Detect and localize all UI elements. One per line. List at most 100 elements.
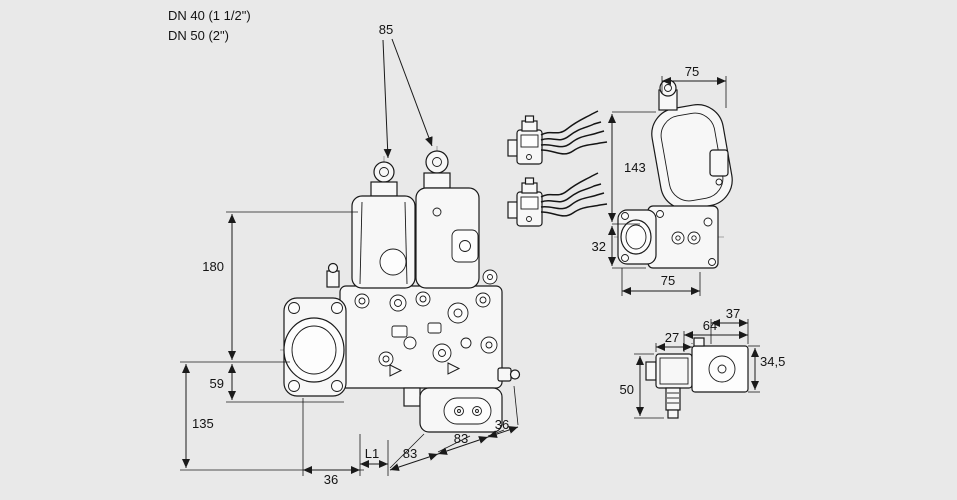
port xyxy=(432,343,452,363)
dim-75-bottom-label: 75 xyxy=(661,273,675,288)
port-center xyxy=(453,308,463,318)
port-center xyxy=(438,349,446,357)
dim-36-front-label: 36 xyxy=(324,472,338,487)
side-valve xyxy=(614,79,733,269)
housing-hole xyxy=(432,207,442,217)
actuator-cap-stem xyxy=(370,181,398,197)
side-tap-plug xyxy=(509,369,521,380)
actuator-cap-knob xyxy=(425,150,449,174)
flange-bolt xyxy=(288,302,300,314)
dn50-label: DN 50 (2") xyxy=(168,28,229,43)
dim-83-b-label: 83 xyxy=(454,431,468,446)
dim-85-label: 85 xyxy=(379,22,393,37)
dim-l1: L1 xyxy=(360,440,389,476)
port-center xyxy=(382,355,390,363)
detail-stem xyxy=(665,387,681,411)
dim-64-label: 64 xyxy=(703,318,717,333)
dim-27-label: 27 xyxy=(665,330,679,345)
port xyxy=(703,217,713,227)
port xyxy=(415,291,431,307)
side-connector xyxy=(709,149,729,177)
dim-36-front: 36 xyxy=(302,398,361,487)
plate-hole-center xyxy=(475,409,479,413)
port xyxy=(480,336,498,354)
dim-135-label: 135 xyxy=(192,416,214,431)
plate-hole xyxy=(454,406,464,416)
detail-coil xyxy=(655,353,693,389)
port xyxy=(482,269,498,285)
dim-143: 143 xyxy=(608,111,656,225)
dim-32: 32 xyxy=(592,226,646,269)
body-bolt xyxy=(656,210,664,218)
flange-bolt xyxy=(288,380,300,392)
port-center xyxy=(675,235,681,241)
port xyxy=(671,231,685,245)
plate-hole-center xyxy=(457,409,461,413)
actuator-cap-knob xyxy=(373,161,395,183)
body-ports xyxy=(354,269,521,382)
dn40-label: DN 40 (1 1/2") xyxy=(168,8,251,23)
dim-75-top: 75 xyxy=(661,64,727,108)
dim-50-label: 50 xyxy=(620,382,634,397)
flange-opening xyxy=(283,317,345,383)
port xyxy=(389,294,407,312)
flange-bolt xyxy=(621,254,629,262)
port xyxy=(460,337,472,349)
detail-nub xyxy=(693,337,705,347)
leader-line xyxy=(391,38,433,147)
actuator-cap-stem xyxy=(423,172,451,189)
housing-contour xyxy=(404,201,408,285)
side-connector-screw xyxy=(715,178,723,186)
dim-37: 37 xyxy=(710,306,749,344)
dim-32-label: 32 xyxy=(592,239,606,254)
dim-depth-chain: 83 83 36 xyxy=(389,385,519,471)
flange-bolt xyxy=(331,380,343,392)
housing-contour xyxy=(359,201,363,285)
dim-75-bottom: 75 xyxy=(621,268,701,296)
right-actuator xyxy=(415,150,480,289)
dim-34-5: 34,5 xyxy=(748,345,785,393)
dim-180-label: 180 xyxy=(202,259,224,274)
bottom-attach xyxy=(403,387,421,407)
dim-50: 50 xyxy=(620,353,664,419)
leader-line xyxy=(382,39,392,159)
dim-85: 85 xyxy=(379,22,433,159)
dim-75-top-label: 75 xyxy=(685,64,699,79)
actuator-cap-center xyxy=(379,167,389,177)
flow-direction-icon xyxy=(447,362,461,375)
dimension-line xyxy=(389,453,439,471)
port-center xyxy=(485,341,493,349)
dim-37-label: 37 xyxy=(726,306,740,321)
detail-sight-glass xyxy=(708,355,736,383)
inlet-flange xyxy=(283,297,347,397)
side-tap xyxy=(497,367,512,382)
extension-line xyxy=(513,385,519,426)
port-center xyxy=(394,299,402,307)
bottom-block xyxy=(403,387,503,433)
port xyxy=(403,336,417,350)
port xyxy=(475,292,491,308)
pressure-tap xyxy=(326,270,340,288)
spring-window xyxy=(379,248,407,276)
housing-panel xyxy=(451,229,479,263)
port-center xyxy=(487,274,493,280)
actuator-cap-center xyxy=(432,157,442,167)
side-flange-thread xyxy=(625,224,647,250)
port xyxy=(687,231,701,245)
detail-coil-inner xyxy=(659,357,689,385)
flow-direction-icon xyxy=(389,364,403,377)
body-bolt xyxy=(708,258,716,266)
dim-143-label: 143 xyxy=(624,160,646,175)
panel-hole xyxy=(459,240,471,252)
detail-plug xyxy=(645,361,657,381)
dimension-line xyxy=(487,426,519,438)
dim-59: 59 xyxy=(210,364,344,403)
port-center xyxy=(479,296,487,304)
main-valve-assembly xyxy=(280,146,521,433)
detail-device xyxy=(645,337,749,419)
port xyxy=(447,302,469,324)
dim-83-a-label: 83 xyxy=(403,446,417,461)
port xyxy=(378,351,394,367)
